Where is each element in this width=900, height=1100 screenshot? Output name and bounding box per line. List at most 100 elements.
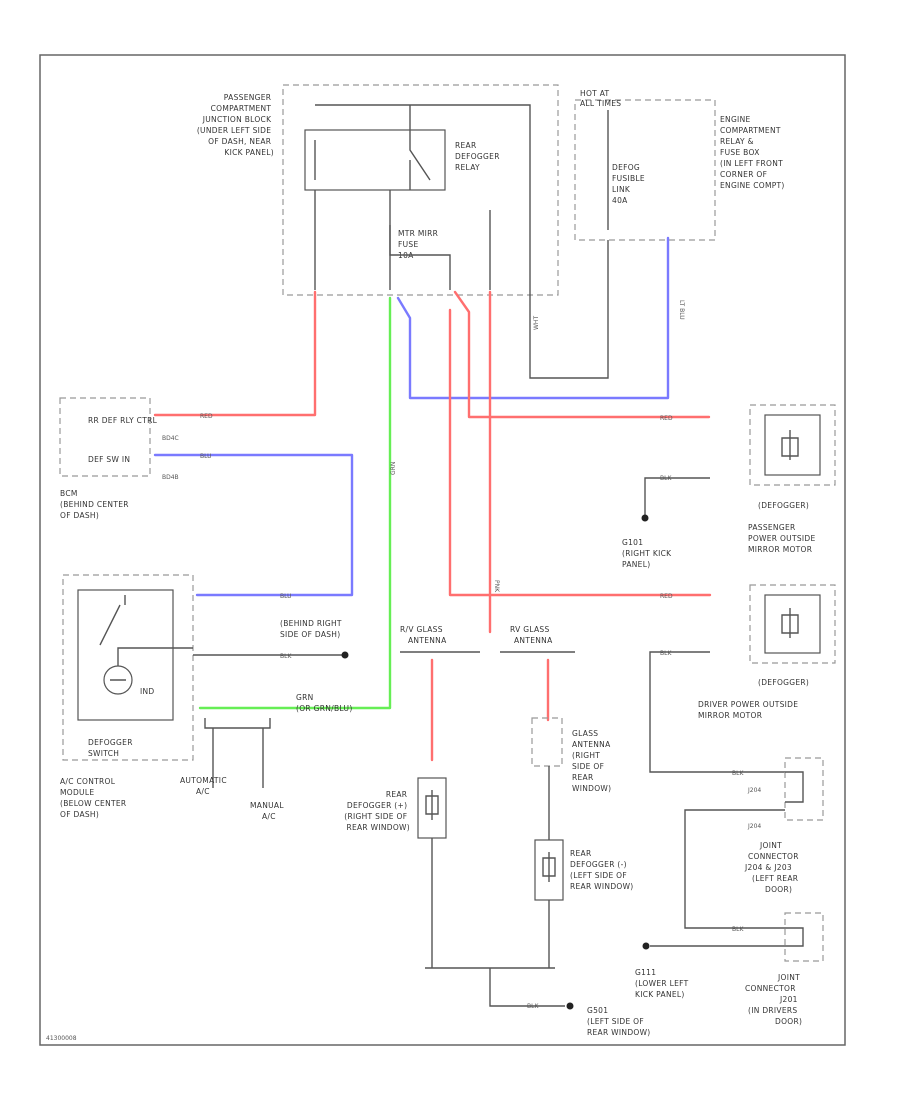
bcm-label-line: (BEHIND CENTER xyxy=(60,500,129,509)
wire-label-blk: BLK xyxy=(527,1003,539,1010)
manual-label-line: A/C xyxy=(262,812,276,821)
ground-right-kick-line: (RIGHT KICK xyxy=(622,549,672,558)
svg-text:AUTOMATIC A/C: AUTOMATIC A/C xyxy=(180,776,230,796)
defogger-switch-label-line: SWITCH xyxy=(88,749,119,758)
fusible-link-label-line: FUSIBLE xyxy=(612,174,645,183)
rear-defogger-left-element xyxy=(542,852,556,882)
bcm-label-line: OF DASH) xyxy=(60,511,99,520)
driver-defogger-heater xyxy=(781,608,799,638)
engine-box-label-line: RELAY & xyxy=(720,137,754,146)
glass-ant-side-line: GLASS xyxy=(572,729,598,738)
jb-label-line: COMPARTMENT xyxy=(211,104,272,113)
wire-label-grn: GRN xyxy=(390,462,397,475)
hot-label-line: ALL TIMES xyxy=(580,99,621,108)
ground-left-kick-line: G111 xyxy=(635,968,656,977)
driver-defogger-element xyxy=(764,594,821,654)
jb-label-line: (UNDER LEFT SIDE xyxy=(197,126,272,135)
pass-defogger-heater xyxy=(781,430,799,460)
bcm-pin: BD4C xyxy=(162,435,179,442)
driver-mirror-ground-wire xyxy=(649,651,785,773)
svg-text:G111 (LOWER LEFT KICK: G111 (LOWER LEFT KICK PANEL) xyxy=(635,968,691,999)
engine-box-label-line: CORNER OF xyxy=(720,170,767,179)
driver-mirror-box xyxy=(749,584,836,664)
svg-text:PASSENGER POWER OUTSIDE: PASSENGER POWER OUTSIDE MIRROR MOTOR xyxy=(748,523,818,554)
rear-defogger-r-line: REAR WINDOW) xyxy=(346,823,410,832)
engine-relay-fuse-box xyxy=(574,99,716,241)
ground-left-kick-line: KICK PANEL) xyxy=(635,990,685,999)
glass-ant-right-line: ANTENNA xyxy=(514,636,553,645)
wire-label-blu: BLU xyxy=(200,453,212,460)
svg-text:HOT AT ALL TIMES: HOT AT ALL TIMES xyxy=(580,89,621,108)
glass-ant-left-line: ANTENNA xyxy=(408,636,447,645)
glass-ant-side-line: (RIGHT xyxy=(572,751,600,760)
ac-module-label-line: (BELOW CENTER xyxy=(60,799,126,808)
wire-label-blk: BLK xyxy=(280,653,292,660)
svg-text:GRN (OR GRN/BLU): GRN (OR GRN/BLU) xyxy=(296,693,353,713)
manual-label-line: MANUAL xyxy=(250,801,284,810)
ground-right-kick-line: PANEL) xyxy=(622,560,650,569)
defogger-switch-box xyxy=(77,589,174,721)
joint-connector-1 xyxy=(784,757,824,821)
fuse-link xyxy=(389,225,451,290)
relay-feed xyxy=(314,104,531,290)
joint-connector-2 xyxy=(784,912,824,962)
rear-defogger-r-line: DEFOGGER (+) xyxy=(347,801,407,810)
wire-label-blu: BLU xyxy=(280,593,292,600)
pass-mirror-ground-wire xyxy=(644,477,710,516)
joint-connector-1-pins xyxy=(785,771,804,803)
engine-box-label-line: FUSE BOX xyxy=(720,148,760,157)
defogger-switch-label-line: DEFOGGER xyxy=(88,738,133,747)
ac-module-label-line: A/C CONTROL xyxy=(60,777,116,786)
engine-box-label-line: ENGINE xyxy=(720,115,751,124)
joint-conn-2-line: J201 xyxy=(779,995,798,1004)
engine-box-label-line: COMPARTMENT xyxy=(720,126,781,135)
pass-mirror-label-line: MIRROR MOTOR xyxy=(748,545,812,554)
ground-right-kick-line: G101 xyxy=(622,538,643,547)
joint-conn-2-line: CONNECTOR xyxy=(745,984,796,993)
joint-conn-1-pin: J204 xyxy=(747,787,761,794)
rear-defogger-l-line: (LEFT SIDE OF xyxy=(570,871,627,880)
ground-point-rear xyxy=(566,1002,574,1010)
jb-label-line: KICK PANEL) xyxy=(224,148,274,157)
joint-conn-1-line: J204 & J203 xyxy=(744,863,792,872)
rear-defogger-l-line: REAR xyxy=(570,849,592,858)
pass-defogger-element xyxy=(764,414,821,476)
relay-label-line: RELAY xyxy=(455,163,480,172)
svg-text:DRIVER POWER OUTSIDE MIRRO: DRIVER POWER OUTSIDE MIRROR MOTOR xyxy=(698,700,801,720)
glass-ant-side-line: REAR xyxy=(572,773,594,782)
fuse-label-line: MTR MIRR xyxy=(398,229,438,238)
rear-defogger-right-element xyxy=(425,790,439,820)
passenger-junction-block xyxy=(282,84,559,296)
glass-ant-side-line: ANTENNA xyxy=(572,740,611,749)
bcm-input: DEF SW IN xyxy=(88,455,130,464)
svg-text:R/V GLASS ANTENNA: R/V GLASS ANTENNA xyxy=(400,625,447,645)
ac-module-label-line: OF DASH) xyxy=(60,810,99,819)
ind-label: IND xyxy=(140,687,155,696)
bcm-input: RR DEF RLY CTRL xyxy=(88,416,158,425)
ac-control-module xyxy=(62,574,194,761)
diagram-frame xyxy=(39,54,846,1046)
dash-ground-label-line: (BEHIND RIGHT xyxy=(280,619,342,628)
svg-text:BCM (BEHIND CENTER OF: BCM (BEHIND CENTER OF DASH) xyxy=(60,489,131,520)
jb-label-line: OF DASH, NEAR xyxy=(208,137,271,146)
svg-text:ENGINE COMPARTMENT REL: ENGINE COMPARTMENT RELAY & FUSE BOX (IN … xyxy=(720,115,786,190)
svg-text:(BEHIND RIGHT SIDE OF DASH: (BEHIND RIGHT SIDE OF DASH) xyxy=(280,619,344,639)
wire-red-to-pass-mirror xyxy=(453,290,711,419)
ac-variant-lines xyxy=(204,718,271,788)
wire-label-blk: BLK xyxy=(732,926,744,933)
fusible-link-label-line: LINK xyxy=(612,185,631,194)
wire-label-red: RED xyxy=(200,413,213,420)
svg-text:G501 (LEFT SIDE OF REA: G501 (LEFT SIDE OF REAR WINDOW) xyxy=(587,1006,651,1037)
wire-label-red: RED xyxy=(660,593,673,600)
rear-defogger-l-line: REAR WINDOW) xyxy=(570,882,634,891)
ground-rear-line: G501 xyxy=(587,1006,608,1015)
svg-text:J204 J204: J204 J204 xyxy=(747,787,763,830)
rear-defogger-wiring xyxy=(425,766,565,1007)
wire-grn-fuse-to-ac xyxy=(198,296,392,710)
joint-connector-link xyxy=(684,809,785,929)
automatic-label-line: A/C xyxy=(196,787,210,796)
wire-red-to-driver-mirror xyxy=(448,308,712,597)
rear-defogger-l-line: DEFOGGER (-) xyxy=(570,860,627,869)
svg-text:G101 (RIGHT KICK PANEL: G101 (RIGHT KICK PANEL) xyxy=(622,538,674,569)
ground-left-kick-line: (LOWER LEFT xyxy=(635,979,689,988)
